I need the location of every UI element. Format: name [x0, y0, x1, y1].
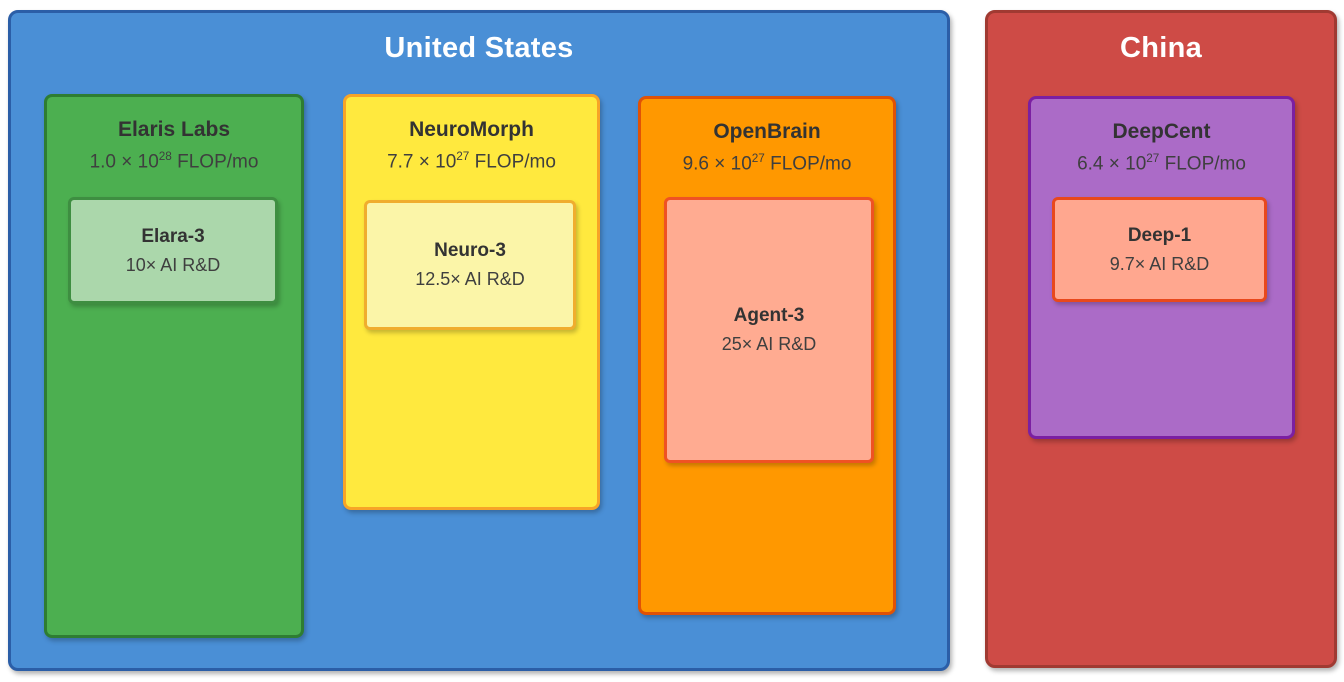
- country-title-united-states: United States: [384, 32, 574, 64]
- flop-prefix: 6.4 × 10: [1077, 153, 1147, 175]
- company-flop-openbrain: 9.6 × 1027 FLOP/mo: [641, 152, 893, 175]
- flop-exponent: 27: [751, 152, 765, 165]
- company-flop-deepcent: 6.4 × 1027 FLOP/mo: [1031, 152, 1292, 175]
- company-name-deepcent: DeepCent: [1112, 120, 1211, 143]
- flop-exponent: 27: [456, 150, 470, 163]
- model-rd-deep-1: 9.7× AI R&D: [1109, 253, 1210, 274]
- flop-prefix: 1.0 × 10: [89, 151, 159, 173]
- flop-exponent: 27: [1146, 152, 1160, 165]
- model-name-neuro-3: Neuro-3: [434, 240, 506, 261]
- model-name-agent-3: Agent-3: [733, 305, 805, 326]
- flop-prefix: 7.7 × 10: [387, 151, 457, 173]
- company-elaris-labs: Elaris Labs 1.0 × 1028 FLOP/mo Elara-3 1…: [44, 94, 304, 638]
- model-agent-3: Agent-3 25× AI R&D: [664, 197, 874, 463]
- country-united-states: United States Elaris Labs 1.0 × 1028 FLO…: [8, 10, 950, 671]
- company-name-openbrain: OpenBrain: [713, 120, 821, 143]
- flop-suffix: FLOP/mo: [1159, 153, 1246, 175]
- company-neuromorph: NeuroMorph 7.7 × 1027 FLOP/mo Neuro-3 12…: [343, 94, 600, 510]
- flop-prefix: 9.6 × 10: [682, 153, 752, 175]
- model-name-elara-3: Elara-3: [141, 225, 205, 247]
- company-openbrain: OpenBrain 9.6 × 1027 FLOP/mo Agent-3 25×…: [638, 96, 896, 615]
- flop-suffix: FLOP/mo: [469, 151, 556, 173]
- company-flop-neuromorph: 7.7 × 1027 FLOP/mo: [346, 150, 597, 173]
- flop-suffix: FLOP/mo: [764, 153, 852, 175]
- country-title-china: China: [1119, 32, 1203, 64]
- model-rd-agent-3: 25× AI R&D: [721, 334, 817, 354]
- model-rd-elara-3: 10× AI R&D: [125, 254, 221, 275]
- model-name-deep-1: Deep-1: [1127, 224, 1192, 246]
- model-elara-3: Elara-3 10× AI R&D: [68, 197, 278, 304]
- flop-suffix: FLOP/mo: [171, 151, 259, 173]
- company-name-elaris-labs: Elaris Labs: [117, 118, 231, 141]
- model-neuro-3: Neuro-3 12.5× AI R&D: [364, 200, 576, 330]
- country-china: China DeepCent 6.4 × 1027 FLOP/mo Deep-1…: [985, 10, 1337, 668]
- company-deepcent: DeepCent 6.4 × 1027 FLOP/mo Deep-1 9.7× …: [1028, 96, 1295, 439]
- company-flop-elaris-labs: 1.0 × 1028 FLOP/mo: [47, 150, 301, 173]
- flop-exponent: 28: [158, 150, 172, 163]
- model-deep-1: Deep-1 9.7× AI R&D: [1052, 197, 1267, 302]
- model-rd-neuro-3: 12.5× AI R&D: [415, 269, 525, 289]
- company-name-neuromorph: NeuroMorph: [409, 118, 534, 141]
